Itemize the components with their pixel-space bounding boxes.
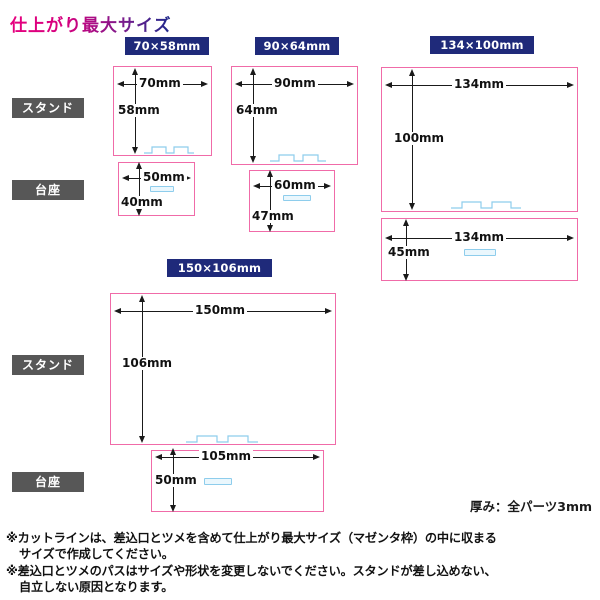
base-slot-105x50 — [204, 478, 232, 485]
size-badge-90x64: 90×64mm — [255, 37, 339, 55]
stand-tab-shape-150x106 — [186, 435, 258, 443]
dim-arrow-right-50 — [184, 174, 191, 181]
dim-arrow-down-47 — [266, 225, 273, 232]
dim-label-height-100: 100mm — [392, 131, 447, 145]
dim-line-v-40 — [139, 166, 140, 212]
dim-label-width-150: 150mm — [193, 303, 248, 317]
dim-arrow-up-45 — [402, 219, 409, 226]
dim-arrow-up-106 — [138, 295, 145, 302]
dim-arrow-up-100 — [408, 69, 415, 76]
dim-label-width-90: 90mm — [272, 76, 318, 90]
dim-arrow-down-106 — [138, 436, 145, 443]
dim-label-height-50: 50mm — [153, 473, 199, 487]
dim-arrow-down-45 — [402, 274, 409, 281]
dim-arrow-down-64 — [249, 156, 256, 163]
dim-arrow-right-134-base — [567, 234, 574, 241]
dim-label-height-64: 64mm — [234, 103, 280, 117]
dim-label-width-50: 50mm — [141, 170, 187, 184]
dim-arrow-up-47 — [266, 170, 273, 177]
stand-tab-shape-90x64 — [270, 154, 326, 162]
note-cutline-line2: サイズで作成してください。 — [19, 547, 174, 561]
dim-label-width-70: 70mm — [137, 76, 183, 90]
row-label-base-lower: 台座 — [12, 472, 84, 492]
size-badge-150x106: 150×106mm — [167, 259, 272, 277]
dim-arrow-up-58 — [131, 68, 138, 75]
dim-arrow-down-40 — [135, 209, 142, 216]
dim-label-height-40: 40mm — [119, 195, 165, 209]
note-cutline: ※カットラインは、差込口とツメを含めて仕上がり最大サイズ（マゼンタ枠）の中に収ま… — [6, 530, 598, 562]
dim-label-width-134-base: 134mm — [452, 230, 507, 244]
base-slot-134x45 — [464, 249, 496, 256]
dim-label-height-106: 106mm — [120, 356, 175, 370]
row-label-base-upper: 台座 — [12, 180, 84, 200]
size-badge-134x100: 134×100mm — [430, 36, 534, 54]
dim-label-width-105: 105mm — [199, 449, 254, 463]
dim-arrow-down-50 — [169, 505, 176, 512]
base-slot-60x47 — [283, 195, 311, 201]
dim-arrow-left-70 — [117, 80, 124, 87]
dim-arrow-left-60 — [253, 182, 260, 189]
dim-arrow-up-40 — [135, 162, 142, 169]
row-label-stand-lower: スタンド — [12, 355, 84, 375]
dim-arrow-right-134 — [567, 81, 574, 88]
note-cutline-line1: ※カットラインは、差込口とツメを含めて仕上がり最大サイズ（マゼンタ枠）の中に収ま… — [6, 531, 497, 545]
dim-label-height-47: 47mm — [250, 209, 296, 223]
dim-arrow-right-90 — [347, 80, 354, 87]
page-title: 仕上がり最大サイズ — [10, 11, 172, 36]
dim-arrow-right-60 — [324, 182, 331, 189]
dim-label-height-58: 58mm — [116, 103, 162, 117]
dim-arrow-right-70 — [201, 80, 208, 87]
dim-arrow-right-150 — [325, 307, 332, 314]
base-slot-50x40 — [150, 186, 174, 192]
note-path-line2: 自立しない原因となります。 — [19, 580, 174, 594]
dim-arrow-left-50 — [122, 174, 129, 181]
dim-arrow-down-58 — [131, 147, 138, 154]
stand-tab-shape-70x58 — [144, 146, 194, 154]
note-path-line1: ※差込口とツメのパスはサイズや形状を変更しないでください。スタンドが差し込めない… — [6, 564, 497, 578]
dim-arrow-left-150 — [114, 307, 121, 314]
dim-arrow-left-105 — [155, 453, 162, 460]
thickness-note: 厚み：全パーツ3mm — [470, 499, 592, 514]
dim-arrow-left-134-base — [385, 234, 392, 241]
dim-label-width-134: 134mm — [452, 77, 507, 91]
dim-label-width-60: 60mm — [272, 178, 318, 192]
dim-arrow-up-64 — [249, 68, 256, 75]
dim-arrow-down-100 — [408, 203, 415, 210]
dim-arrow-up-50 — [169, 448, 176, 455]
dim-arrow-right-105 — [313, 453, 320, 460]
dim-arrow-left-134 — [385, 81, 392, 88]
dim-label-height-45: 45mm — [386, 245, 432, 259]
stand-tab-shape-134x100 — [451, 201, 521, 209]
dim-arrow-left-90 — [235, 80, 242, 87]
size-badge-70x58: 70×58mm — [125, 37, 209, 55]
row-label-stand-upper: スタンド — [12, 98, 84, 118]
dim-line-v-47 — [270, 174, 271, 228]
note-path: ※差込口とツメのパスはサイズや形状を変更しないでください。スタンドが差し込めない… — [6, 563, 598, 595]
